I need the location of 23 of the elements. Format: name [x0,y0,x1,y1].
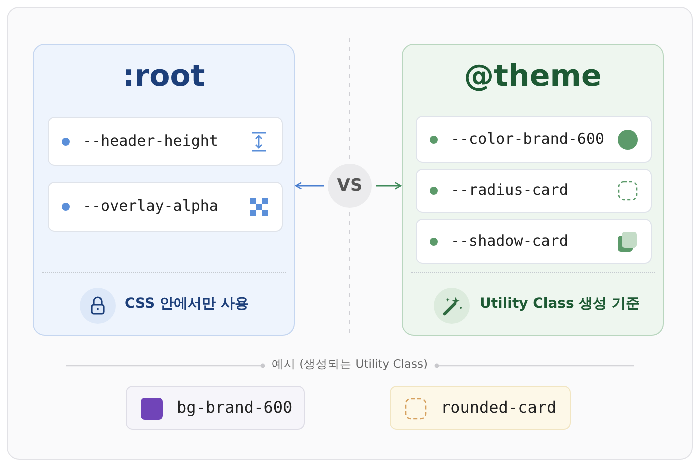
variable-row [416,169,652,213]
footer-text: Utility Class 생성 기준 [480,295,640,313]
theme-panel [402,44,664,336]
class-name: bg-brand-600 [177,398,293,417]
arrow [295,182,324,190]
class-example-box [126,386,305,430]
variable-row [416,116,652,163]
variable-row [48,117,283,166]
class-name: rounded-card [441,398,557,417]
variable-name: --color-brand-600 [451,130,605,148]
variable-row [48,182,283,232]
class-example-box [390,386,571,430]
variable-name: --header-height [83,132,218,150]
variable-name: --shadow-card [451,232,568,250]
variable-name: --radius-card [451,181,568,199]
arrow [376,182,402,190]
variable-row [416,219,652,264]
footer-text: CSS 안에서만 사용 [125,295,249,313]
panel-title: :root [122,59,206,94]
section-label: 예시 (생성되는 Utility Class) [270,357,430,372]
variable-name: --overlay-alpha [83,197,218,215]
root-panel [33,44,295,336]
panel-title: @theme [463,59,603,94]
